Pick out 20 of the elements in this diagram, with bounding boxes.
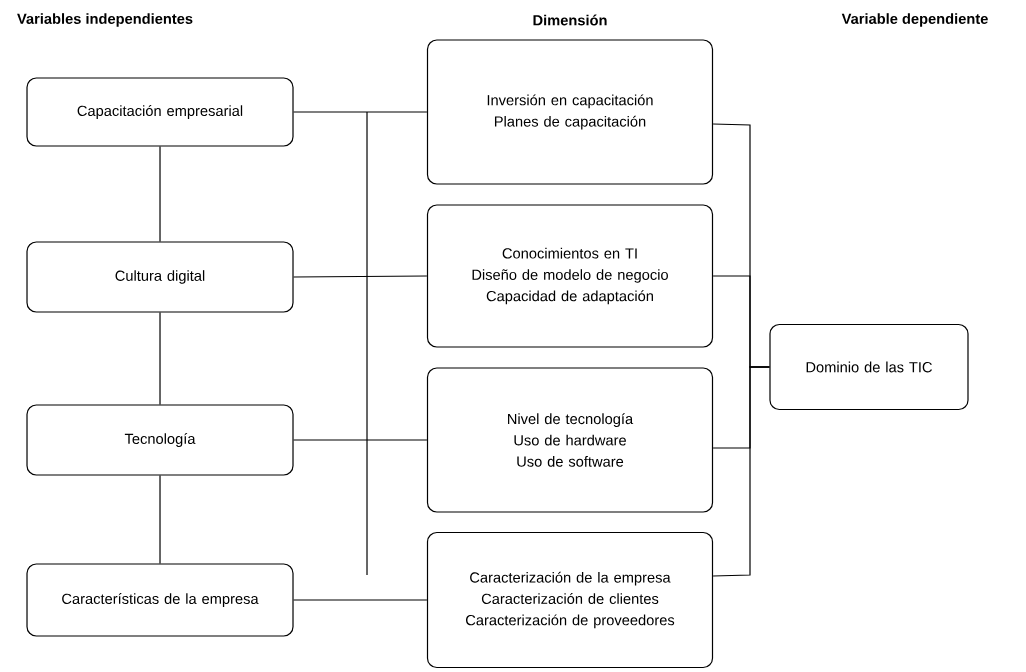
- variable-box: Dominio de las TIC: [769, 323, 969, 411]
- connector-line: [293, 111, 428, 113]
- variable-box: Características de la empresa: [26, 563, 294, 637]
- variable-box: Tecnología: [26, 404, 294, 476]
- connector-line: [293, 439, 428, 441]
- connector-line: [159, 475, 161, 564]
- dimension-box: Conocimientos en TI Diseño de modelo de negocio Capacidad de adaptación: [426, 204, 714, 348]
- connector-line: [293, 599, 428, 601]
- variable-box: Cultura digital: [26, 241, 294, 313]
- dimension-box: Inversión en capacitación Planes de capacitación: [426, 39, 714, 185]
- column-heading: Variables independientes: [17, 13, 193, 27]
- variable-box: Capacitación empresarial: [26, 77, 294, 147]
- dimension-box: Caracterización de la empresa Caracterización de clientes Caracterización de proveedores: [426, 531, 714, 669]
- connector-line: [293, 275, 428, 278]
- connector-line: [159, 312, 161, 405]
- dimension-box: Nivel de tecnología Uso de hardware Uso de software: [426, 367, 714, 513]
- connector-line: [712, 366, 770, 577]
- column-heading: Dimensión: [533, 14, 607, 26]
- column-heading: Variable dependiente: [841, 13, 988, 27]
- connector-line: [159, 146, 161, 242]
